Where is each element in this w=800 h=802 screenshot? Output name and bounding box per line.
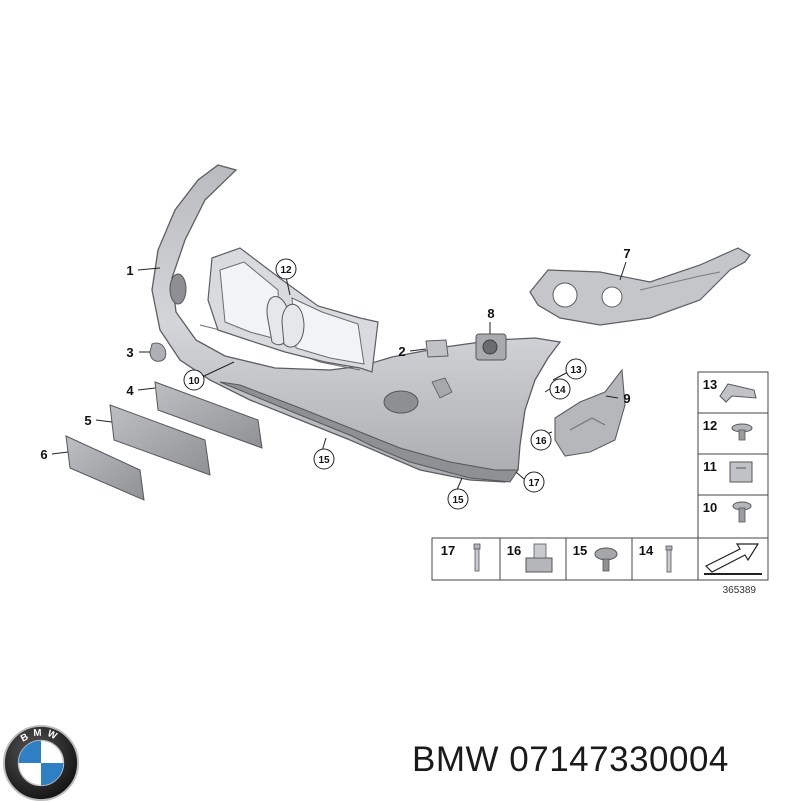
brand-part-number-caption: BMW 07147330004 (412, 740, 729, 780)
sensor-part-8 (475, 333, 507, 361)
bmw-logo: BMW (2, 724, 80, 802)
pin-icon (473, 543, 481, 550)
svg-text:15: 15 (318, 455, 330, 466)
svg-text:10: 10 (188, 376, 200, 387)
table-cell-10: 10 (703, 500, 717, 515)
callout-8: 8 (487, 306, 494, 321)
leader-lines (51, 261, 627, 493)
brand-name: BMW (412, 740, 500, 779)
side-bracket-part-9 (554, 368, 626, 457)
cover-part-2 (425, 339, 449, 358)
fastener-table-bottom-row: 17 16 15 14 (431, 537, 769, 581)
callout-6: 6 (40, 447, 47, 462)
diagram-reference-number: 365389 (723, 585, 757, 596)
svg-text:13: 13 (570, 365, 582, 376)
circled-callout-13: 13 (565, 358, 587, 380)
nut-clip-icon (729, 461, 753, 483)
parts-diagram: 1 2 3 4 5 6 7 8 9 10 12 13 14 15 15 16 1… (40, 164, 769, 596)
svg-text:12: 12 (280, 265, 292, 276)
callout-7: 7 (623, 246, 630, 261)
table-cell-15: 15 (573, 543, 587, 558)
callout-1: 1 (126, 263, 133, 278)
circled-callout-15-center: 15 (313, 448, 335, 470)
svg-text:17: 17 (528, 478, 540, 489)
direction-arrow-icon (704, 543, 760, 573)
table-cell-11: 11 (703, 459, 717, 474)
table-cell-16: 16 (507, 543, 521, 558)
svg-text:14: 14 (554, 385, 566, 396)
callout-5: 5 (84, 413, 91, 428)
circled-callout-17: 17 (523, 471, 545, 493)
plate-part-5 (109, 404, 211, 476)
callout-9: 9 (623, 391, 630, 406)
grille-frame (207, 247, 379, 373)
table-cell-14: 14 (639, 543, 654, 558)
svg-text:16: 16 (535, 436, 547, 447)
logo-letter-m: M (33, 727, 46, 738)
pin-icon (665, 545, 673, 551)
logo-letter-b: B (19, 729, 35, 744)
callout-3: 3 (126, 345, 133, 360)
plate-part-6 (65, 435, 145, 501)
clip-icon (719, 383, 757, 403)
part-number: 07147330004 (509, 740, 729, 779)
circled-callout-10: 10 (183, 369, 205, 391)
circled-callout-12: 12 (275, 258, 297, 280)
table-cell-17: 17 (441, 543, 455, 558)
nut-plate-icon (525, 557, 553, 573)
callout-4: 4 (126, 383, 134, 398)
fastener-table-right-column: 13 12 11 10 (697, 371, 769, 539)
circled-callout-16: 16 (530, 429, 552, 451)
table-cell-12: 12 (703, 418, 717, 433)
plate-part-4 (154, 381, 263, 449)
circled-callout-14: 14 (549, 378, 571, 400)
table-cell-13: 13 (703, 377, 717, 392)
callout-2: 2 (398, 344, 405, 359)
svg-text:15: 15 (452, 495, 464, 506)
push-rivet-icon (594, 547, 618, 561)
bumper-bracket-part-7 (529, 247, 751, 326)
circled-callout-15-lower: 15 (447, 488, 469, 510)
cover-part-3 (149, 342, 167, 362)
